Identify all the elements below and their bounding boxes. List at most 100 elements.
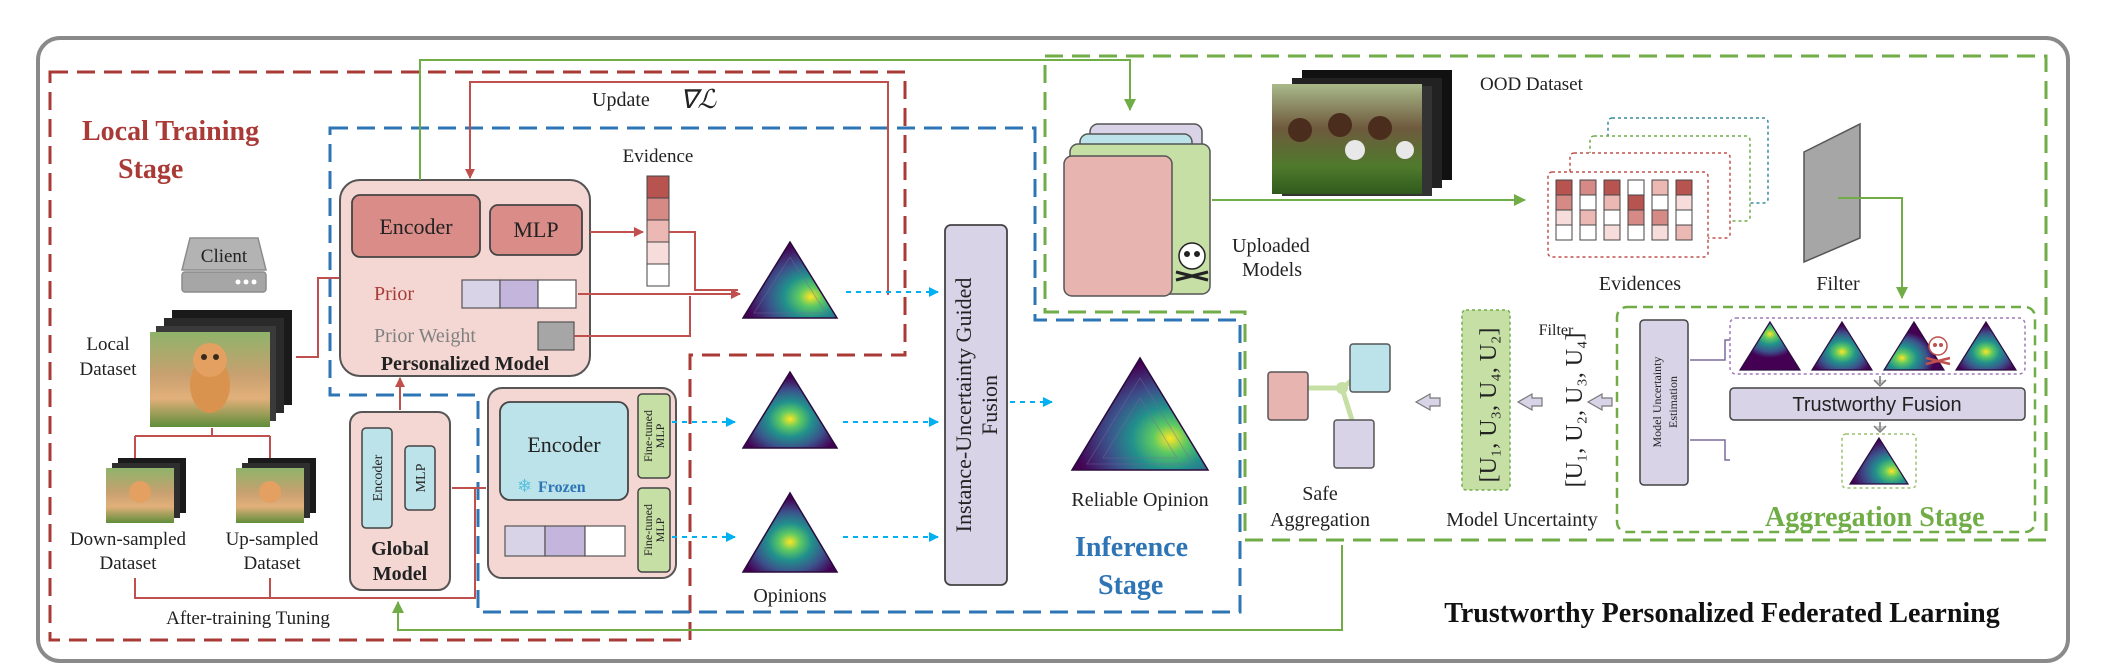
prior-weight-cell bbox=[537, 321, 575, 351]
prior-weight-label: Prior Weight bbox=[374, 325, 476, 347]
aggregation-stage-title: Aggregation Stage bbox=[1765, 502, 1985, 533]
up-sampled-dataset-image bbox=[236, 458, 316, 523]
reliable-opinion-label: Reliable Opinion bbox=[1071, 489, 1208, 511]
model-opinions-box bbox=[1729, 317, 2026, 375]
fine-tuned-mlp-block-1 bbox=[637, 393, 671, 479]
prior-label: Prior bbox=[374, 283, 414, 305]
trustworthy-fusion-box bbox=[1729, 387, 2026, 421]
up-sampled-label: Up-sampled bbox=[226, 529, 319, 550]
local-dataset-label: Local bbox=[86, 334, 129, 355]
inference-stage-title-line2: Stage bbox=[1098, 570, 1163, 601]
ood-dataset-image bbox=[1272, 70, 1452, 196]
personalized-opinion-triangle bbox=[741, 240, 839, 319]
frozen-encoder-label: Encoder bbox=[527, 432, 601, 457]
hollow-arrow-1 bbox=[1586, 392, 1613, 412]
dataset-to-model-link bbox=[296, 277, 340, 358]
model-opinion-triangles bbox=[1738, 320, 2018, 371]
evidences-label: Evidences bbox=[1599, 273, 1681, 295]
filtered-uncertainty-box bbox=[1461, 309, 1511, 491]
fine-tuned-mlp-label-2-line2: MLP bbox=[653, 517, 667, 542]
global-mlp-label: MLP bbox=[414, 463, 429, 492]
filter-to-aggregation-arrow bbox=[1838, 197, 1908, 299]
fine-tuned-mlp-label-1: Fine-tuned bbox=[641, 410, 655, 462]
personalized-encoder-label: Encoder bbox=[379, 214, 453, 239]
fusion-down-arrow-1 bbox=[1873, 376, 1887, 388]
uncertainty-vector-filtered: [U₁, U₃, U₄, U₂] bbox=[1476, 328, 1502, 483]
aggregation-stage-region bbox=[1043, 54, 2048, 542]
after-training-tuning-label: After-training Tuning bbox=[166, 608, 330, 629]
personalized-encoder-block bbox=[351, 194, 481, 258]
client-label: Client bbox=[201, 246, 248, 267]
fine-tuned-mlp-label-2: Fine-tuned bbox=[641, 504, 655, 556]
global-encoder-block bbox=[361, 427, 393, 529]
safe-aggregation-label-line2: Aggregation bbox=[1270, 509, 1370, 531]
aggregation-to-global-arrow bbox=[392, 545, 1343, 631]
diagram-title: Trustworthy Personalized Federated Learn… bbox=[1444, 598, 2000, 629]
fusion-label: Instance-Uncertainty Guided bbox=[951, 278, 976, 533]
outer-frame bbox=[36, 36, 2070, 663]
local-training-stage-title-line2: Stage bbox=[118, 154, 183, 185]
skull-icon bbox=[1175, 242, 1209, 282]
down-sampled-label-line2: Dataset bbox=[100, 553, 158, 574]
personalized-model-title: Personalized Model bbox=[381, 353, 550, 375]
fine-tuned-vector bbox=[504, 525, 626, 557]
local-training-stage-title: Local Training bbox=[82, 116, 259, 147]
frozen-encoder-block bbox=[499, 401, 629, 501]
model-uncertainty-estimation-label: Model Uncertainty bbox=[1650, 357, 1664, 448]
down-sampled-label: Down-sampled bbox=[70, 529, 187, 550]
dataset-split-link bbox=[134, 428, 271, 460]
fine-tuned-mlp-label-1-line2: MLP bbox=[653, 423, 667, 448]
uploaded-models-label: Uploaded bbox=[1232, 235, 1310, 257]
evidence-bar bbox=[646, 175, 670, 287]
personalized-to-upload-arrow bbox=[419, 59, 1136, 180]
personalized-mlp-block bbox=[489, 204, 583, 256]
skull-icon-small bbox=[1925, 336, 1951, 366]
evidence-label: Evidence bbox=[623, 146, 694, 167]
model-uncertainty-estimation-label-line2: Estimation bbox=[1666, 376, 1680, 428]
frozen-label: Frozen bbox=[538, 479, 586, 496]
up-sampled-label-line2: Dataset bbox=[244, 553, 302, 574]
client-server-icon bbox=[181, 237, 267, 293]
opinions-label: Opinions bbox=[753, 585, 827, 607]
evidence-to-opinion-link bbox=[669, 231, 738, 291]
local-dataset-label-line2: Dataset bbox=[80, 359, 138, 380]
fine-tuned-mlp-block-2 bbox=[637, 487, 671, 573]
model-uncertainty-label: Model Uncertainty bbox=[1446, 509, 1598, 531]
update-gradient-arrow bbox=[465, 81, 889, 295]
hollow-arrow-3 bbox=[1414, 392, 1441, 412]
fusion-label-line2: Fusion bbox=[977, 375, 1002, 435]
estimation-links bbox=[1690, 339, 1730, 461]
ood-dataset-label: OOD Dataset bbox=[1480, 74, 1584, 95]
global-encoder-label: Encoder bbox=[371, 454, 386, 501]
model-uncertainty-estimation-box bbox=[1639, 319, 1689, 486]
global-mlp-block bbox=[404, 445, 436, 511]
reliable-opinion-triangle bbox=[1070, 356, 1210, 471]
trustworthy-fusion-label: Trustworthy Fusion bbox=[1792, 394, 1961, 416]
opinion-triangle-3 bbox=[741, 491, 839, 573]
global-model-title-line2: Model bbox=[373, 563, 428, 585]
filter-label: Filter bbox=[1816, 273, 1860, 295]
instance-uncertainty-fusion-box bbox=[944, 224, 1008, 586]
prior-vector bbox=[461, 279, 577, 309]
evidences-stack bbox=[1547, 117, 1769, 258]
uploaded-models-stack bbox=[1063, 123, 1211, 297]
filter-icon bbox=[1803, 122, 1861, 264]
global-model-title: Global bbox=[371, 538, 429, 560]
uncertainty-vector-all: [U₁, U₂, U₃, U₄] bbox=[1562, 333, 1588, 488]
safe-aggregation-diagram bbox=[1267, 343, 1391, 469]
update-label: Update bbox=[592, 89, 650, 111]
personalized-mlp-label: MLP bbox=[513, 217, 558, 242]
gradient-symbol: ∇ℒ bbox=[680, 85, 717, 114]
inference-stage-region bbox=[328, 126, 1242, 614]
prior-weight-to-opinion-link bbox=[574, 296, 691, 337]
snowflake-icon: ❄ bbox=[517, 476, 532, 496]
hollow-arrow-2 bbox=[1516, 392, 1543, 412]
local-training-stage-region bbox=[48, 70, 907, 642]
inference-stage-title: Inference bbox=[1075, 532, 1188, 563]
opinion-triangle-2 bbox=[741, 370, 839, 449]
fused-opinion-triangle bbox=[1848, 436, 1910, 485]
filter-small-label: Filter bbox=[1539, 322, 1574, 339]
fusion-down-arrow-2 bbox=[1873, 422, 1887, 434]
